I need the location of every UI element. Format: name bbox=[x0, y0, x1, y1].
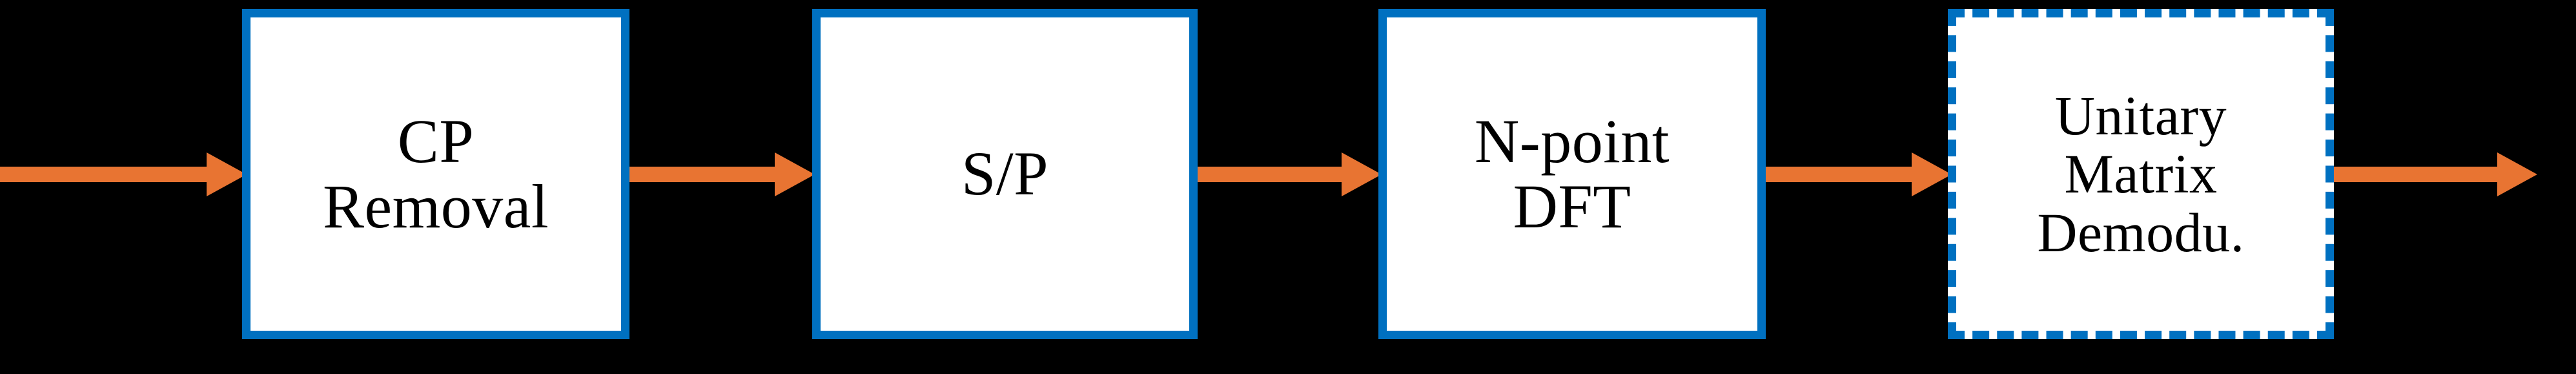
block-label-n-point-dft: N-point DFT bbox=[1474, 106, 1670, 241]
arrow-sp-to-dft bbox=[1193, 152, 1382, 196]
block-label-unitary-matrix-demodu: Unitary Matrix Demodu. bbox=[2037, 85, 2245, 264]
arrow-cp-removal-to-sp bbox=[624, 152, 815, 196]
block-serial-to-parallel[interactable]: S/P bbox=[812, 9, 1198, 339]
arrow-unitary-demodu-to-output bbox=[2329, 152, 2537, 196]
block-cp-removal[interactable]: CP Removal bbox=[242, 9, 629, 339]
block-label-serial-to-parallel: S/P bbox=[961, 139, 1048, 209]
block-label-cp-removal: CP Removal bbox=[322, 106, 549, 241]
arrow-dft-to-unitary-demodu bbox=[1761, 152, 1952, 196]
arrow-input-to-cp-removal bbox=[0, 152, 247, 196]
block-unitary-matrix-demodu[interactable]: Unitary Matrix Demodu. bbox=[1948, 9, 2334, 339]
block-n-point-dft[interactable]: N-point DFT bbox=[1378, 9, 1766, 339]
